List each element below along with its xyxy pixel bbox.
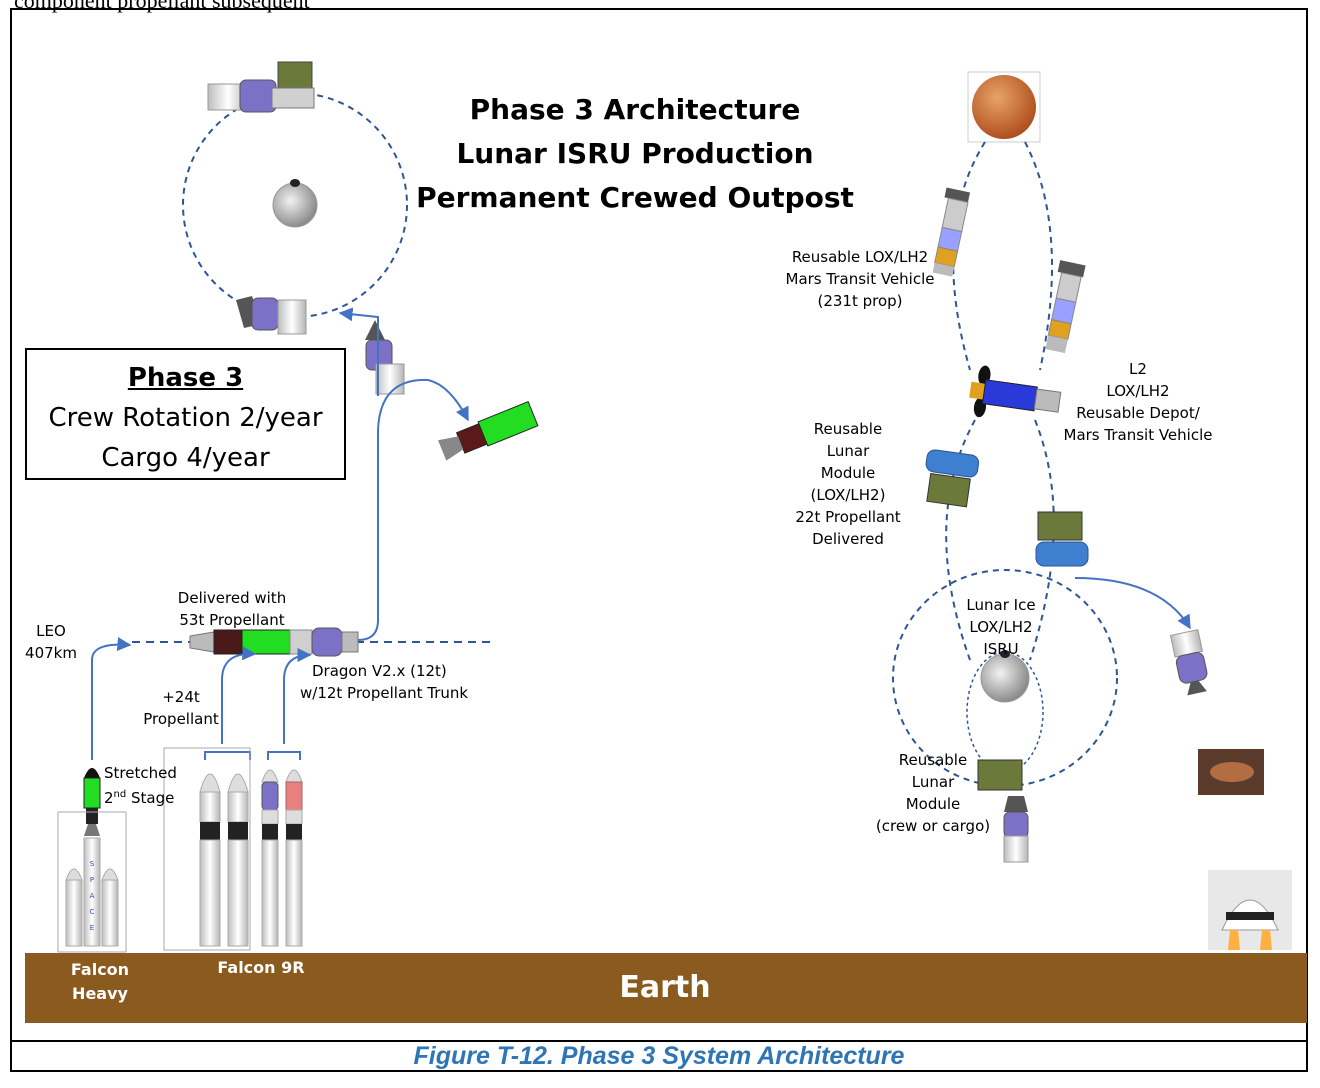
crew-rotation-text: Crew Rotation 2/year [48, 403, 323, 433]
propellant-24t-label: +24t Propellant [143, 688, 219, 728]
lunar-inner-orbit [966, 651, 1044, 773]
figure-frame [10, 8, 1308, 1072]
trajectory-arrow [357, 378, 469, 641]
earth-ground-bar [25, 953, 1307, 1023]
delivered-label: Delivered with 53t Propellant [177, 589, 287, 629]
departing-capsule-icon [1169, 629, 1208, 696]
dragon-label: Dragon V2.x (12t) w/12t Propellant Trunk [300, 662, 469, 702]
mars-transit-vehicle-icon-2 [1045, 260, 1086, 354]
mars-transit-orbit [952, 141, 986, 371]
moon-icon [272, 182, 318, 228]
moon-icon-2 [980, 653, 1030, 703]
svg-text:S: S [90, 860, 95, 868]
l2-depot-icon [969, 365, 1062, 418]
diagram-title: Phase 3 Architecture Lunar ISRU Producti… [400, 88, 870, 220]
phase-summary-box: Phase 3 Crew Rotation 2/year Cargo 4/yea… [25, 348, 346, 480]
falcon-heavy-icon: S P A C E [65, 837, 119, 947]
cargo-text: Cargo 4/year [101, 443, 270, 473]
stretched-stage-label: Stretched 2nd Stage [104, 764, 177, 807]
title-line-3: Permanent Crewed Outpost [416, 181, 854, 214]
leo-label: LEO 407km [25, 622, 77, 662]
mtv-label: Reusable LOX/LH2 Mars Transit Vehicle (2… [785, 248, 935, 310]
svg-text:A: A [90, 892, 95, 900]
l2-moon-transfer-orbit [945, 419, 976, 661]
lunar-orbit-ring [182, 92, 408, 318]
title-line-2: Lunar ISRU Production [456, 137, 814, 170]
dragon-ascent-icon [365, 320, 405, 395]
figure-caption: Figure T-12. Phase 3 System Architecture [413, 1042, 905, 1070]
l2-depot-label: L2 LOX/LH2 Reusable Depot/ Mars Transit … [1063, 360, 1213, 444]
caption-separator [10, 1040, 1308, 1042]
reusable-lunar-module-crew-label: Reusable Lunar Module (crew or cargo) [875, 751, 991, 835]
falcon-9r-icon [199, 769, 303, 947]
falcon-9r-label: Falcon 9R [217, 958, 305, 977]
lunar-ice-label: Lunar Ice LOX/LH2 ISRU [966, 596, 1036, 658]
svg-text:E: E [90, 924, 94, 932]
svg-text:P: P [90, 876, 94, 884]
lunar-orbit-capsule-icon [236, 296, 307, 335]
earth-label: Earth [619, 970, 711, 1005]
reusable-lunar-module-icon [925, 449, 980, 508]
reusable-lunar-module-label: Reusable Lunar Module (LOX/LH2) 22t Prop… [795, 420, 901, 548]
lunar-surface-module-icon [977, 759, 1029, 863]
stretched-second-stage-icon [83, 768, 101, 836]
mars-transit-vehicle-icon [932, 187, 971, 277]
spent-stage-icon [438, 400, 539, 461]
lunar-outer-orbit [892, 569, 1118, 787]
title-line-1: Phase 3 Architecture [469, 93, 801, 126]
svg-text:C: C [90, 908, 95, 916]
falcon-heavy-label: Falcon Heavy [70, 960, 130, 1003]
reusable-lunar-module-icon-2 [1035, 511, 1089, 567]
leo-stack-icon [189, 627, 359, 657]
mars-icon [972, 75, 1036, 139]
phase-heading: Phase 3 [127, 363, 244, 393]
lunar-orbit-vehicle-icon [207, 61, 315, 113]
